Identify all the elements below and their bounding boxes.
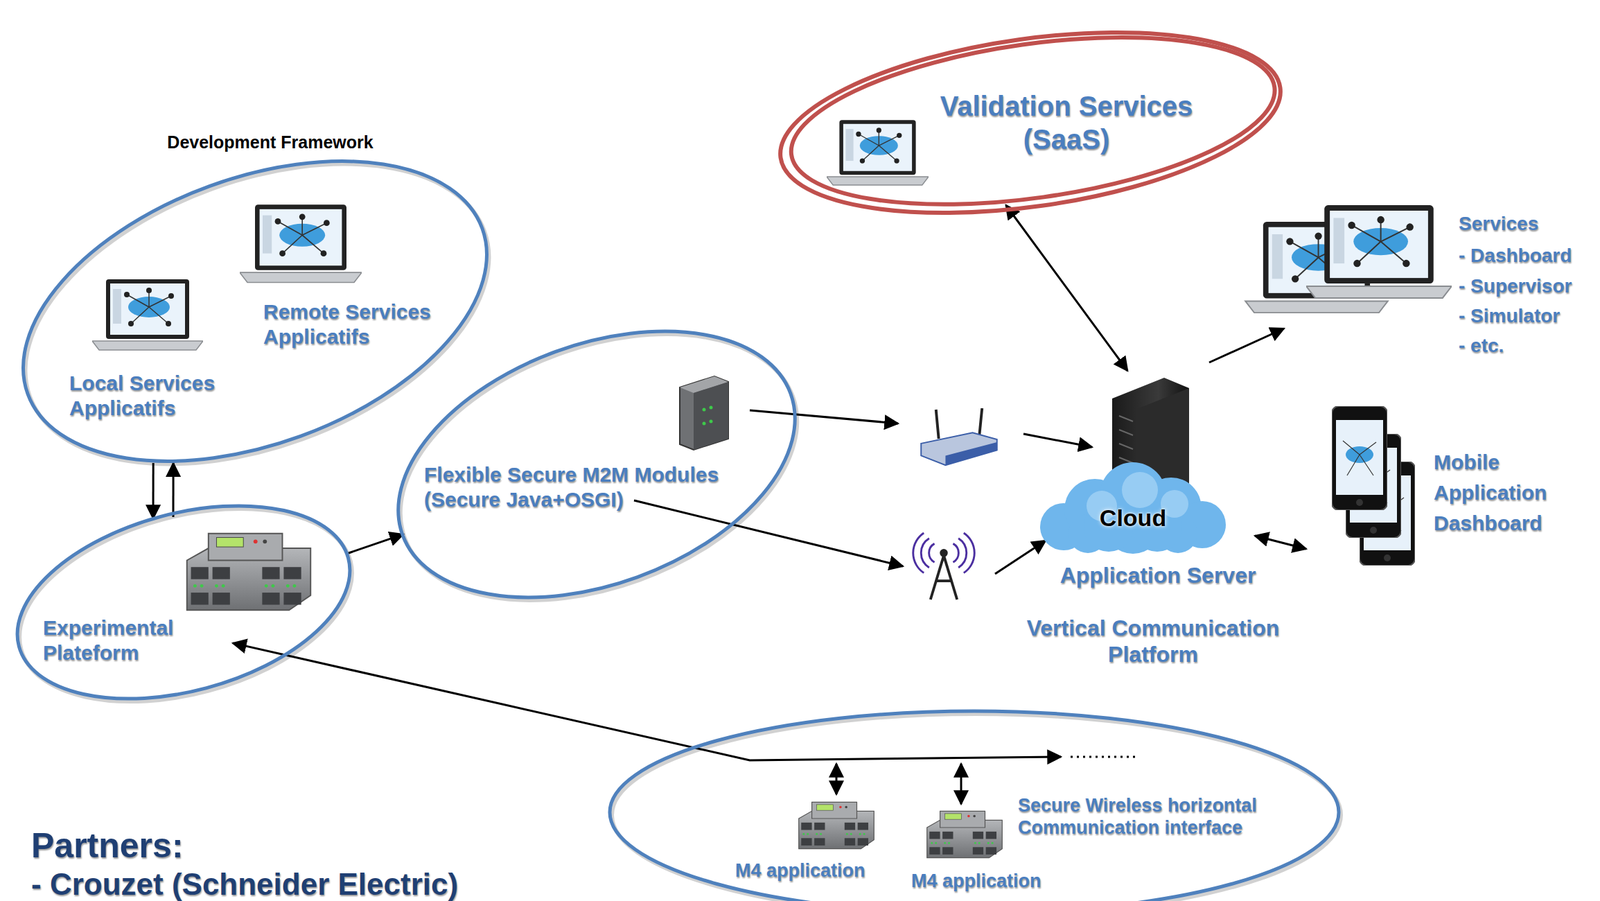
annotation-label: - etc. xyxy=(1458,333,1504,358)
node-label: Application Server xyxy=(1026,561,1290,589)
node-label: Cloud xyxy=(1077,503,1189,533)
node-label: Vertical Communication Platform xyxy=(1000,614,1306,668)
node-label: Validation Services (SaaS) xyxy=(927,89,1206,156)
validation-ellipse xyxy=(775,36,1286,210)
m2m-module xyxy=(679,376,729,450)
connector-arrow xyxy=(1006,205,1129,371)
annotation-label: - Simulator xyxy=(1458,304,1560,328)
annotation-label: - Crouzet (Schneider Electric) xyxy=(31,867,459,901)
annotation-label: Mobile Application Dashboard xyxy=(1433,446,1573,539)
node-label: Flexible Secure M2M Modules (Secure Java… xyxy=(424,462,757,513)
validation-ellipse: Validation Services (SaaS) xyxy=(775,36,1286,210)
platform-ellipse xyxy=(10,510,357,694)
connector-arrow xyxy=(348,534,404,553)
node-label: Local Services Applicatifs xyxy=(69,370,243,421)
framework-ellipse: Development FrameworkRemote Services App… xyxy=(10,175,500,447)
module-ellipse: Flexible Secure M2M Modules (Secure Java… xyxy=(387,341,806,587)
connector-arrow xyxy=(172,462,175,517)
cloud-server: CloudApplication ServerVertical Communic… xyxy=(997,370,1310,669)
node-label: Development Framework xyxy=(138,131,402,153)
node-label: M4 application xyxy=(735,859,902,882)
annotation-label: Services xyxy=(1458,212,1539,236)
node-label: Secure Wireless horizontal Communication… xyxy=(1017,794,1316,840)
antenna-icon xyxy=(913,532,975,600)
laptop-icon xyxy=(92,119,1452,350)
platform-ellipse: Experimental Plateform xyxy=(10,510,357,694)
phone-icon xyxy=(1331,406,1415,566)
annotation-label: - Supervisor xyxy=(1458,274,1572,298)
wireless-ellipse: Secure Wireless horizontal Communication… xyxy=(607,708,1342,901)
node-label: Remote Services Applicatifs xyxy=(263,299,451,350)
router-icon xyxy=(920,408,998,465)
connector-arrow xyxy=(232,643,1061,761)
plc-device xyxy=(187,533,311,611)
node-label: M4 application xyxy=(911,869,1078,892)
connector-arrow xyxy=(152,462,155,519)
annotation-label: Partners: xyxy=(31,824,184,867)
annotation-label: - Dashboard xyxy=(1458,243,1572,268)
plc-device xyxy=(798,801,1003,858)
node-label: Experimental Plateform xyxy=(42,615,196,666)
